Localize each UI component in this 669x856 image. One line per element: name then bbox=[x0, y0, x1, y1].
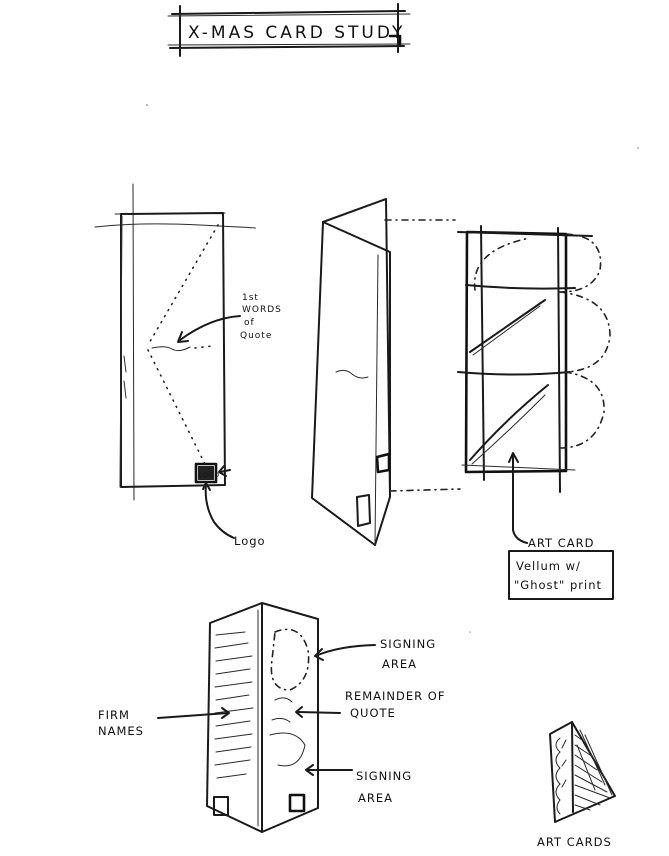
folded-card-sketch bbox=[311, 198, 461, 546]
remainder-label-2: QUOTE bbox=[350, 706, 396, 720]
art-card-label: ART CARD bbox=[528, 536, 594, 550]
art-cards-label: ART CARDS bbox=[537, 835, 612, 849]
flat-card-sketch: LOGO Logo 1st WORDS of Quote bbox=[94, 183, 282, 548]
logo-label: Logo bbox=[234, 534, 266, 548]
art-cards-hatch bbox=[574, 729, 613, 811]
firm-names-label-1: FIRM bbox=[98, 708, 130, 722]
first-words-label-3: of bbox=[244, 318, 255, 328]
signing-area-bottom-2: AREA bbox=[358, 791, 393, 805]
title-text: X-MAS CARD STUDY bbox=[188, 23, 405, 43]
first-words-label-2: WORDS bbox=[242, 305, 282, 315]
vellum-label-1: Vellum w/ bbox=[516, 559, 581, 573]
title-block: X-MAS CARD STUDY bbox=[167, 3, 411, 57]
first-words-label-1: 1st bbox=[242, 293, 259, 303]
signing-area-top-1: SIGNING bbox=[380, 637, 436, 651]
first-words-label-4: Quote bbox=[240, 331, 272, 341]
art-cards-sketch: ART CARDS bbox=[537, 721, 616, 849]
open-card-sketch: SIGNING AREA REMAINDER OF QUOTE FIRM NAM… bbox=[98, 602, 445, 833]
remainder-label-1: REMAINDER OF bbox=[345, 689, 445, 703]
art-card-sketch: ART CARD Vellum w/ "Ghost" print bbox=[457, 225, 614, 600]
firm-names-label-2: NAMES bbox=[98, 724, 144, 738]
logo-mark-text: LOGO bbox=[199, 472, 220, 479]
signing-area-bottom-1: SIGNING bbox=[356, 769, 412, 783]
vellum-label-2: "Ghost" print bbox=[514, 578, 602, 592]
stray-marks bbox=[146, 104, 639, 633]
firm-names-hatch bbox=[214, 631, 254, 779]
signing-area-top-2: AREA bbox=[382, 657, 417, 671]
